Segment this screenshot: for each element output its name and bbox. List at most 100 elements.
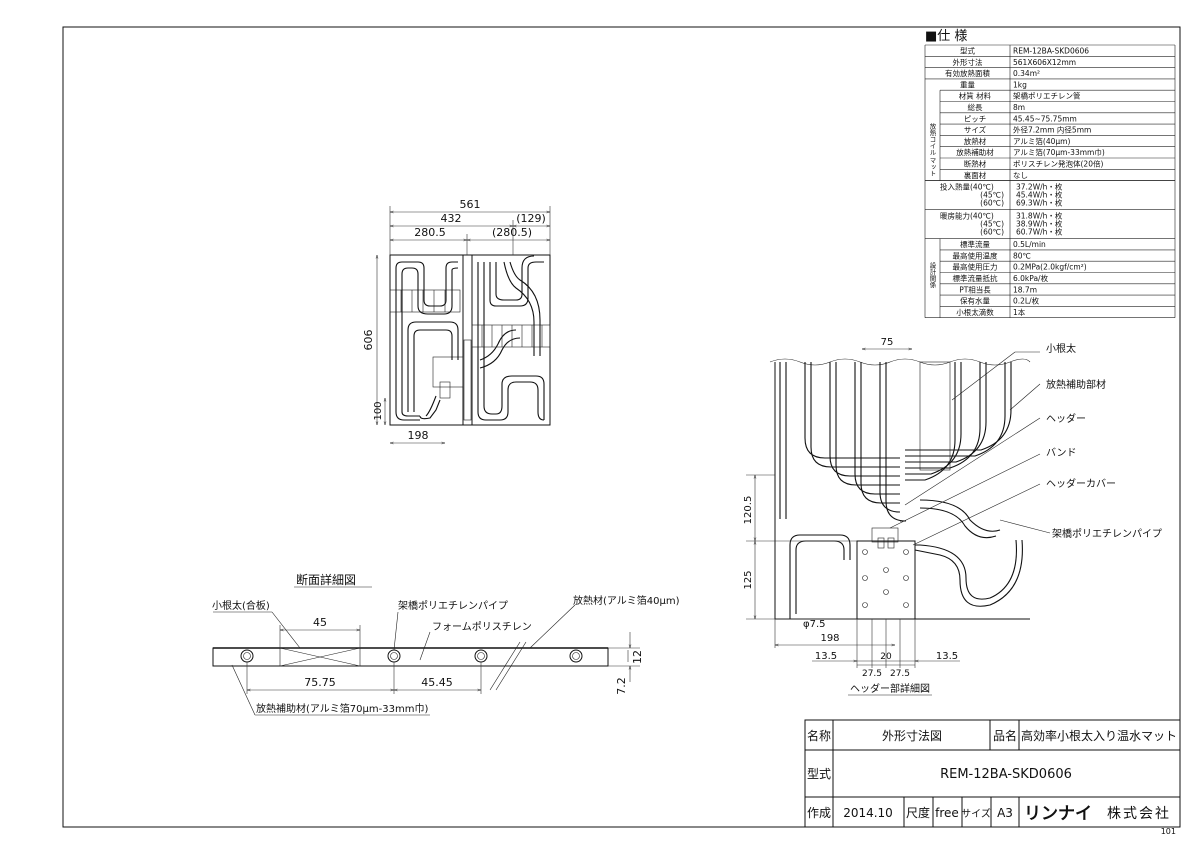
tb-scale-label: 尺度 xyxy=(906,805,930,820)
kone-hatch xyxy=(919,361,951,471)
spec-multi-label: 暖房能力(40℃) xyxy=(940,211,994,221)
header-detail-view: 小根太 放熱補助部材 ヘッダー バンド ヘッダーカバー 架橋ポリエチレンパイプ … xyxy=(743,337,1162,696)
spec-row-label: 有効放熱面積 xyxy=(945,68,990,78)
spec-row-value: ポリスチレン発泡体(20倍) xyxy=(1013,159,1103,169)
tb-name-value: 外形寸法図 xyxy=(882,729,942,743)
tb-name-label: 名称 xyxy=(807,728,831,743)
spec-design-label: 小根太滴数 xyxy=(956,307,994,317)
spec-row-value: 561X606X12mm xyxy=(1013,58,1076,67)
spec-multi-value: 31.8W/h・枚 xyxy=(1016,211,1063,221)
dim-280-5: 280.5 xyxy=(414,226,446,239)
spec-multi-value: 60.7W/h・枚 xyxy=(1016,227,1063,237)
spec-row-label: 断熱材 xyxy=(964,159,987,169)
spec-design-value: 6.0kPa/枚 xyxy=(1013,273,1049,283)
spec-row-label: 総長 xyxy=(968,102,983,112)
spec-row-label: 放熱材 xyxy=(964,136,987,146)
tb-made-value: 2014.10 xyxy=(843,806,893,820)
spec-row-label: サイズ xyxy=(964,125,987,135)
dim-280-5-right: (280.5) xyxy=(492,226,532,239)
dim-100: 100 xyxy=(373,401,384,420)
spec-row-value: アルミ箔(70μm-33mm巾) xyxy=(1013,147,1105,157)
spec-design-label: 最高使用圧力 xyxy=(953,262,998,272)
spec-row-value: 外径7.2mm 内径5mm xyxy=(1013,125,1091,135)
spec-design-label: 標準流量抵抗 xyxy=(953,273,998,283)
spec-row-value: アルミ箔(40μm) xyxy=(1013,136,1070,146)
spec-row-label: 放熱補助材 xyxy=(956,147,994,157)
spec-row-value: 0.34m² xyxy=(1013,69,1040,78)
spec-multi-label: 投入熱量(40℃) xyxy=(940,182,994,192)
spec-row-value: 架橋ポリエチレン管 xyxy=(1013,91,1081,101)
label-hojo: 放熱補助部材 xyxy=(1046,378,1106,391)
spec-design-value: 0.2MPa(2.0kgf/cm²) xyxy=(1013,263,1087,272)
dim-75-75: 75.75 xyxy=(304,676,336,689)
label-pipe: 架橋ポリエチレンパイプ xyxy=(1052,527,1162,540)
dim-198-header: 198 xyxy=(820,633,839,644)
section-slab xyxy=(212,647,609,667)
spec-design-label: 最高使用温度 xyxy=(953,250,998,260)
tb-company-logo: リンナイ xyxy=(1024,804,1092,824)
label-kone-plywood: 小根太(合板) xyxy=(212,599,270,612)
tb-product-value: 高効率小根太入り温水マット xyxy=(1021,728,1177,743)
spec-table: ■仕 様 型式 REM-12BA-SKD0606 外形寸法 561X606X12mm 有… xyxy=(924,29,1176,319)
spec-design-label: PT相当長 xyxy=(959,284,991,294)
spec-design-value: 80℃ xyxy=(1013,251,1031,260)
spec-multi-value: 69.3W/h・枚 xyxy=(1016,198,1063,208)
dim-125: 125 xyxy=(743,570,754,589)
spec-row-label: 裏面材 xyxy=(964,170,987,180)
title-block: 名称 外形寸法図 品名 高効率小根太入り温水マット 型式 REM-12BA-SK… xyxy=(804,719,1181,828)
spec-design-value: 18.7m xyxy=(1013,285,1037,294)
spec-design-value: 0.2L/枚 xyxy=(1013,296,1040,306)
dim-13-5-left: 13.5 xyxy=(815,651,837,662)
drawing-frame xyxy=(62,26,1181,828)
spec-row-label: 型式 xyxy=(960,46,975,56)
dim-129: (129) xyxy=(516,212,546,225)
group-design: 設計関係 xyxy=(928,261,936,290)
label-cover: ヘッダーカバー xyxy=(1046,477,1116,490)
section-title: 断面詳細図 xyxy=(296,572,356,587)
dim-7-2: 7.2 xyxy=(615,677,628,695)
spec-multi-value: 45.4W/h・枚 xyxy=(1016,190,1063,200)
group-mat: マット xyxy=(928,157,936,177)
spec-row-value: なし xyxy=(1013,171,1028,180)
label-header: ヘッダー xyxy=(1046,412,1086,425)
spec-multi-value: 37.2W/h・枚 xyxy=(1016,182,1063,192)
dim-75: 75 xyxy=(881,337,894,348)
dim-45-45: 45.45 xyxy=(421,676,453,689)
spec-row-value: 8m xyxy=(1013,103,1025,112)
tb-size-value: A3 xyxy=(997,806,1013,820)
spec-multi-value: 38.9W/h・枚 xyxy=(1016,219,1063,229)
spec-row-value: REM-12BA-SKD0606 xyxy=(1013,47,1089,56)
tb-scale-value: free xyxy=(935,806,959,820)
tb-product-label: 品名 xyxy=(993,728,1017,743)
spec-design-value: 0.5L/min xyxy=(1013,240,1046,249)
spec-multi-sub: (60℃) xyxy=(980,199,1004,208)
dim-120-5: 120.5 xyxy=(743,496,754,525)
label-section-pipe: 架橋ポリエチレンパイプ xyxy=(398,599,508,612)
tb-made-label: 作成 xyxy=(807,806,831,820)
dim-606: 606 xyxy=(362,330,375,351)
tb-size-label: サイズ xyxy=(961,807,991,820)
plan-view: 561 432 (129) 280.5 (280.5) 606 100 198 xyxy=(362,198,551,443)
dim-phi-7-5: φ7.5 xyxy=(803,619,826,630)
spec-row-label: 外形寸法 xyxy=(953,57,983,67)
spec-design-label: 標準流量 xyxy=(960,239,990,249)
spec-multi-sub: (60℃) xyxy=(980,228,1004,237)
dim-198: 198 xyxy=(408,429,429,442)
dim-27-5-right: 27.5 xyxy=(890,669,910,679)
section-detail-view: 断面詳細図 45 75.75 45.45 12 7.2 小根太(合板) 架 xyxy=(212,572,680,716)
dim-13-5-right: 13.5 xyxy=(936,651,958,662)
spec-row-label: ピッチ xyxy=(964,114,987,123)
label-foam: フォームポリスチレン xyxy=(432,621,532,633)
label-alu: 放熱材(アルミ箔40μm) xyxy=(573,594,680,607)
dim-561: 561 xyxy=(460,198,481,211)
spec-row-value: 45.45~75.75mm xyxy=(1013,114,1077,123)
spec-design-value: 1本 xyxy=(1013,307,1026,317)
spec-heading: ■仕 様 xyxy=(925,29,967,44)
spec-row-label: 材質 材料 xyxy=(959,91,992,101)
header-detail-title: ヘッダー部詳細図 xyxy=(850,682,930,695)
dim-432: 432 xyxy=(441,212,462,225)
tb-model-value: REM-12BA-SKD0606 xyxy=(940,767,1072,782)
dim-12: 12 xyxy=(631,650,644,664)
spec-row-label: 重量 xyxy=(960,80,975,89)
